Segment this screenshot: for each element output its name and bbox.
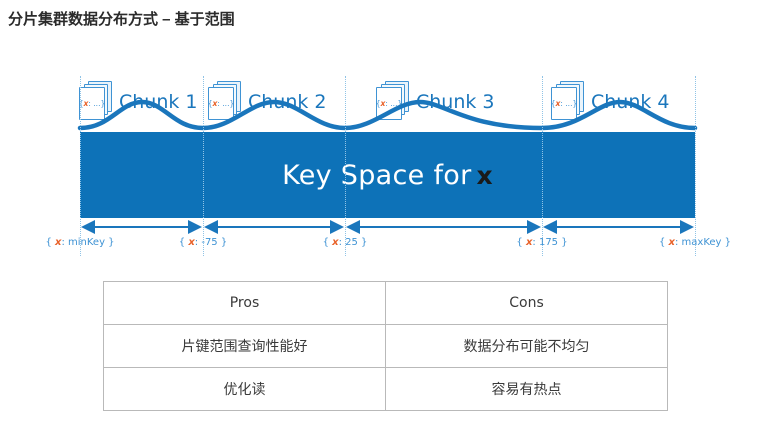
boundary-label-minkey: { x: minKey } [45, 237, 115, 248]
chunk-label: Chunk 2 [248, 90, 327, 113]
chunk-brace-wave [77, 99, 698, 131]
chunk-divider-right-edge [695, 76, 696, 256]
chunk-range-arrows [81, 220, 694, 234]
document-icon-text: {x: ...} [375, 99, 403, 108]
table-cell-cons-1: 数据分布可能不均匀 [385, 324, 668, 368]
document-icon-text: {x: ...} [78, 99, 106, 108]
table-header-pros: Pros [103, 281, 386, 325]
document-sheet-front [551, 87, 577, 120]
page-title: 分片集群数据分布方式 – 基于范围 [8, 11, 235, 28]
document-icon-text: {x: ...} [207, 99, 235, 108]
chunk-group-1: {x: ...} Chunk 1 [78, 80, 198, 124]
table-row: 片键范围查询性能好 数据分布可能不均匀 [103, 324, 668, 368]
boundary-label-maxkey: { x: maxKey } [658, 237, 732, 248]
document-sheet-front [79, 87, 105, 120]
table-cell-cons-2: 容易有热点 [385, 367, 668, 411]
boundary-label-175: { x: 175 } [516, 237, 568, 248]
table-row: 优化读 容易有热点 [103, 367, 668, 411]
chunk-group-2: {x: ...} Chunk 2 [207, 80, 327, 124]
chunk-divider-1 [203, 76, 204, 256]
document-stack-icon: {x: ...} [207, 81, 247, 123]
key-space-text: Key Space for [282, 159, 472, 191]
document-stack-icon: {x: ...} [375, 81, 415, 123]
chunk-divider-2 [345, 76, 346, 256]
boundary-label-neg75: { x: -75 } [178, 237, 228, 248]
document-stack-icon: {x: ...} [78, 81, 118, 123]
key-space-variable: x [476, 160, 493, 190]
document-stack-icon: {x: ...} [550, 81, 590, 123]
pros-cons-table: Pros Cons 片键范围查询性能好 数据分布可能不均匀 优化读 容易有热点 [103, 281, 668, 411]
document-sheet-front [208, 87, 234, 120]
document-icon-text: {x: ...} [550, 99, 578, 108]
chunk-label: Chunk 1 [119, 90, 198, 113]
table-cell-pros-2: 优化读 [103, 367, 386, 411]
chunk-divider-3 [542, 76, 543, 256]
chunk-divider-left-edge [80, 76, 81, 256]
table-header-cons: Cons [385, 281, 668, 325]
table-header-row: Pros Cons [103, 281, 668, 325]
boundary-label-25: { x: 25 } [322, 237, 368, 248]
table-cell-pros-1: 片键范围查询性能好 [103, 324, 386, 368]
sharding-range-diagram: {x: ...} Chunk 1 {x: ...} Chunk 2 {x: ..… [0, 34, 764, 266]
